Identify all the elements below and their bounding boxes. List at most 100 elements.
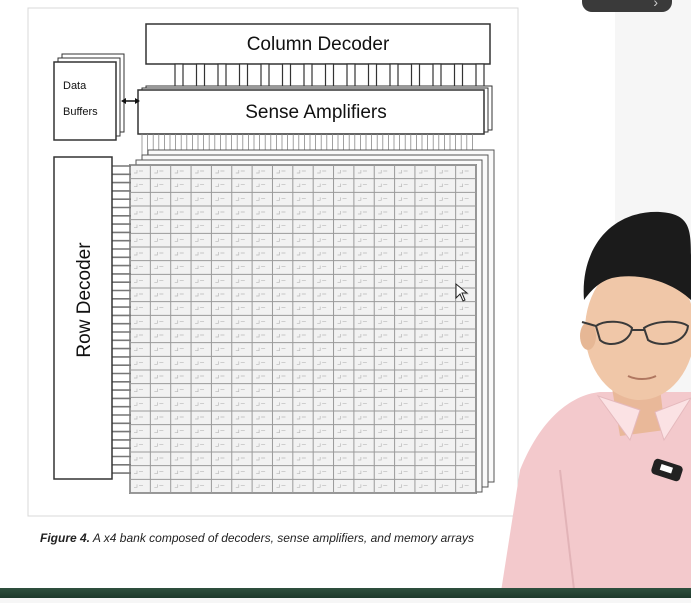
- memory-cell: [398, 443, 408, 447]
- memory-cell: [256, 470, 266, 475]
- memory-cell: [235, 279, 245, 283]
- figure-label: Figure 4.: [40, 531, 91, 545]
- memory-cell: [215, 402, 225, 406]
- memory-cell: [154, 279, 164, 283]
- connector-bar: [367, 63, 378, 89]
- memory-cell: [459, 197, 469, 201]
- memory-cell: [215, 293, 225, 297]
- memory-cell: [357, 457, 367, 461]
- memory-cell: [235, 306, 245, 311]
- memory-cell: [215, 470, 225, 475]
- memory-cell: [195, 484, 205, 488]
- memory-cell: [418, 457, 428, 461]
- memory-cell: [296, 484, 306, 488]
- memory-cell: [154, 306, 164, 311]
- memory-cell: [459, 375, 469, 379]
- memory-cell: [398, 388, 408, 393]
- memory-cell: [337, 334, 347, 338]
- memory-cell: [317, 388, 327, 393]
- memory-cell: [337, 211, 347, 215]
- memory-cell: [215, 170, 225, 174]
- connector-bar: [281, 63, 292, 89]
- memory-cell: [256, 211, 266, 215]
- memory-cell: [378, 402, 388, 406]
- memory-cell: [317, 224, 327, 229]
- memory-cell: [337, 416, 347, 420]
- memory-cell: [256, 375, 266, 379]
- memory-cell: [276, 443, 286, 447]
- memory-cell: [378, 238, 388, 242]
- memory-cell: [439, 361, 449, 365]
- memory-cell: [134, 484, 143, 488]
- memory-cell: [256, 265, 266, 270]
- memory-cell: [174, 293, 184, 297]
- memory-cell: [337, 265, 347, 270]
- memory-cell: [357, 238, 367, 242]
- memory-cell: [439, 443, 449, 447]
- memory-cell: [418, 279, 428, 283]
- memory-cell: [378, 170, 388, 174]
- memory-cell: [174, 252, 184, 256]
- memory-cell: [418, 265, 428, 270]
- memory-cell: [174, 388, 184, 393]
- memory-cell: [296, 457, 306, 461]
- connector-bar: [260, 63, 270, 89]
- memory-cell: [296, 293, 306, 297]
- memory-cell: [134, 170, 143, 174]
- memory-cell: [154, 238, 164, 242]
- memory-cell: [235, 457, 245, 461]
- connector-bar: [453, 63, 464, 89]
- memory-cell: [215, 457, 225, 461]
- memory-cell: [459, 470, 469, 475]
- memory-cell: [418, 416, 428, 420]
- memory-cell: [357, 265, 367, 270]
- connector-bar: [410, 63, 421, 89]
- memory-cell: [337, 183, 347, 188]
- memory-cell: [418, 429, 428, 434]
- memory-cell: [337, 197, 347, 201]
- memory-cell: [337, 252, 347, 256]
- memory-cell: [256, 252, 266, 256]
- memory-cell: [235, 197, 245, 201]
- memory-cell: [317, 347, 327, 352]
- memory-cell: [459, 183, 469, 188]
- memory-cell: [215, 429, 225, 434]
- memory-cell: [235, 402, 245, 406]
- memory-cell: [317, 320, 327, 324]
- memory-cell: [134, 279, 143, 283]
- memory-cell: [215, 238, 225, 242]
- memory-cell: [195, 279, 205, 283]
- memory-cell: [418, 183, 428, 188]
- memory-cell: [459, 211, 469, 215]
- memory-cell: [134, 347, 143, 352]
- memory-cell: [276, 347, 286, 352]
- memory-cell: [276, 306, 286, 311]
- memory-cell: [296, 306, 306, 311]
- memory-cell: [337, 388, 347, 393]
- presenter-video: [500, 211, 691, 599]
- memory-cell: [195, 429, 205, 434]
- player-control[interactable]: ›: [582, 0, 672, 12]
- memory-cell: [398, 306, 408, 311]
- memory-cell: [154, 265, 164, 270]
- memory-cell: [276, 402, 286, 406]
- memory-cell: [195, 183, 205, 188]
- memory-cell: [357, 170, 367, 174]
- memory-cell: [459, 224, 469, 229]
- memory-cell: [195, 170, 205, 174]
- memory-cell: [337, 320, 347, 324]
- memory-cell: [134, 238, 143, 242]
- memory-cell: [256, 347, 266, 352]
- memory-cell: [154, 429, 164, 434]
- memory-cell: [215, 347, 225, 352]
- memory-cell: [276, 211, 286, 215]
- memory-cell: [357, 429, 367, 434]
- memory-cell: [357, 293, 367, 297]
- memory-cell: [154, 416, 164, 420]
- memory-cell: [174, 170, 184, 174]
- memory-cell: [317, 484, 327, 488]
- memory-cell: [439, 334, 449, 338]
- memory-cell: [134, 334, 143, 338]
- memory-cell: [439, 211, 449, 215]
- memory-cell: [296, 183, 306, 188]
